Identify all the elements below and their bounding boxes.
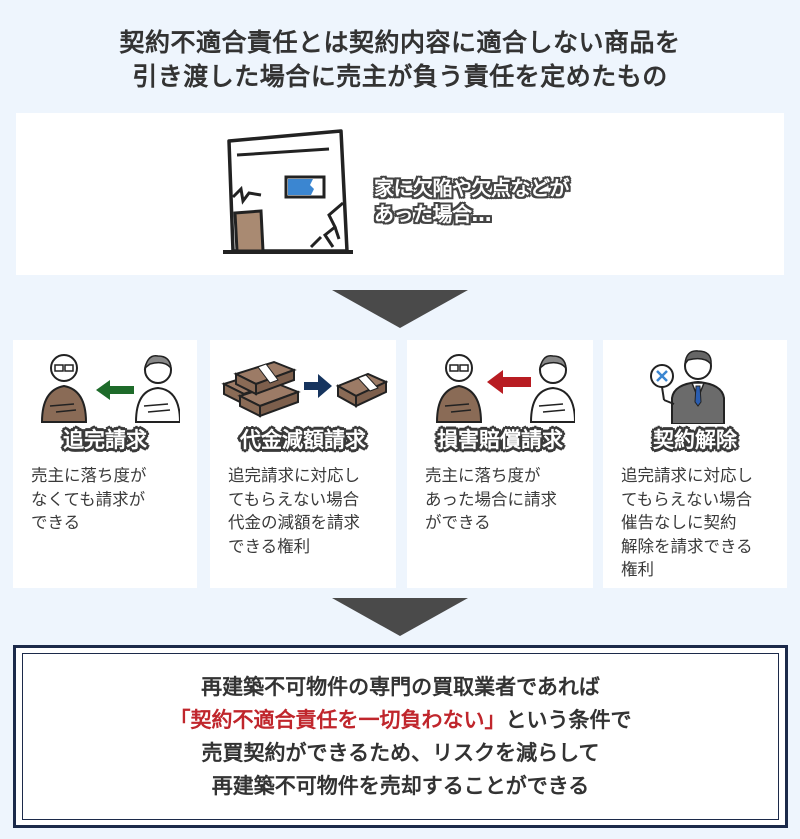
buyer-to-seller-red-arrow-icon (435, 354, 575, 423)
card-title: 追完請求 (63, 428, 147, 452)
scene-caption-line-1: 家に欠陥や欠点などが (374, 176, 570, 200)
conclusion-highlight: 「契約不適合責任を一切負わない」 (169, 707, 506, 732)
card-description: 売主に落ち度が なくても請求が できる (31, 466, 147, 532)
card-title: 代金減額請求 (240, 428, 366, 452)
card-title: 損害賠償請求 (437, 428, 563, 452)
card-price-reduction-request: 代金減額請求 追完請求に対応し てもらえない場合 代金の減額を請求 できる権利 (210, 340, 396, 588)
conclusion-box: 再建築不可物件の専門の買取業者であれば 「契約不適合責任を一切負わない」という条… (13, 645, 788, 828)
down-arrow-icon (332, 290, 468, 328)
card-title: 契約解除 (653, 428, 737, 452)
damaged-house-icon (223, 129, 353, 254)
defect-scene-panel: 家に欠陥や欠点などが あった場合… (16, 113, 784, 275)
scene-caption: 家に欠陥や欠点などが あった場合… (374, 175, 570, 227)
card-description: 売主に落ち度が あった場合に請求 ができる (425, 466, 557, 532)
money-reduction-icon (221, 360, 388, 418)
headline: 契約不適合責任とは契約内容に適合しない商品を 引き渡した場合に売主が負う責任を定… (0, 26, 800, 94)
conclusion-line-4: 再建築不可物件を売却することができる (211, 773, 590, 798)
card-description: 追完請求に対応し てもらえない場合 代金の減額を請求 できる権利 (228, 466, 360, 556)
down-arrow-icon (332, 598, 468, 636)
headline-line-1: 契約不適合責任とは契約内容に適合しない商品を (119, 28, 681, 57)
card-remedy-request: 追完請求 売主に落ち度が なくても請求が できる (13, 340, 197, 588)
conclusion-line-3: 売買契約ができるため、リスクを減らして (201, 740, 600, 765)
scene-caption-line-2: あった場合… (374, 202, 492, 226)
conclusion-line-2-rest: という条件で (505, 707, 632, 732)
card-contract-termination: 契約解除 追完請求に対応し てもらえない場合 催告なしに契約 解除を請求できる … (603, 340, 787, 588)
card-description: 追完請求に対応し てもらえない場合 催告なしに契約 解除を請求できる 権利 (621, 466, 753, 579)
buyer-to-seller-green-arrow-icon (40, 354, 180, 423)
headline-line-2: 引き渡した場合に売主が負う責任を定めたもの (132, 62, 668, 91)
businessman-x-sign-icon (650, 350, 725, 424)
conclusion-line-1: 再建築不可物件の専門の買取業者であれば (201, 674, 600, 699)
card-damages-claim: 損害賠償請求 売主に落ち度が あった場合に請求 ができる (407, 340, 593, 588)
conclusion-line-2: 「契約不適合責任を一切負わない」という条件で (170, 704, 632, 737)
